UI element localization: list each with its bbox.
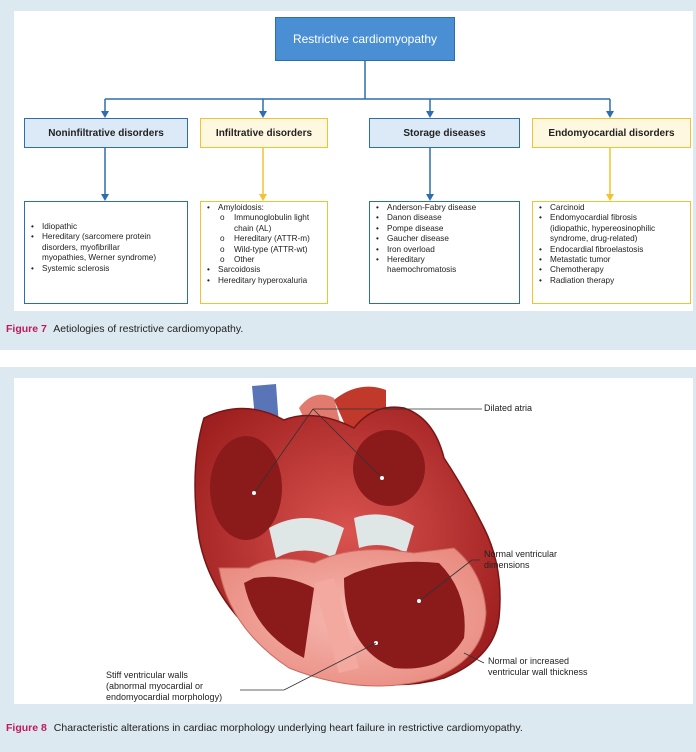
- list-item: (idiopathic, hypereosinophilic: [550, 223, 656, 233]
- figure-7-caption: Figure 7 Aetiologies of restrictive card…: [6, 323, 243, 335]
- root-box: Restrictive cardiomyopathy: [275, 17, 455, 61]
- annotation-line: endomyocardial morphology): [106, 692, 223, 702]
- category-infiltrative: Infiltrative disorders: [200, 118, 328, 148]
- annotation-line: Stiff ventricular walls: [106, 670, 188, 680]
- figure-7-label: Figure 7: [6, 323, 47, 335]
- list-item: Gaucher disease: [376, 234, 515, 245]
- list-noninfiltrative: Idiopathic Hereditary (sarcomere protein…: [24, 201, 188, 304]
- list-item: Danon disease: [376, 213, 515, 224]
- list-item: Sarcoidosis: [207, 265, 323, 276]
- left-atrium-chamber: [353, 430, 425, 506]
- list-item: chain (AL): [234, 223, 272, 233]
- list-item: Metastatic tumor: [539, 255, 686, 266]
- list-item: Pompe disease: [376, 224, 515, 235]
- list-item: Hereditary (ATTR-m): [218, 234, 323, 245]
- figure-7-caption-text: Aetiologies of restrictive cardiomyopath…: [53, 323, 244, 335]
- heart-illustration: [194, 384, 501, 691]
- figure-8-illustration: Dilated atria Normal ventricular dimensi…: [14, 378, 693, 704]
- annotation-line: (abnormal myocardial or: [106, 681, 204, 691]
- list-infiltrative: Amyloidosis: Immunoglobulin light chain …: [200, 201, 328, 304]
- annotation-line: ventricular wall thickness: [488, 667, 588, 677]
- annotation-stiff-walls: Stiff ventricular walls (abnormal myocar…: [106, 670, 222, 703]
- figure-8-panel: Dilated atria Normal ventricular dimensi…: [0, 367, 696, 752]
- annotation-dilated-atria: Dilated atria: [484, 403, 533, 413]
- septum: [314, 578, 359, 673]
- right-atrium-chamber: [210, 436, 282, 540]
- connector-lines: [101, 61, 614, 201]
- list-item: Anderson-Fabry disease: [376, 203, 515, 214]
- list-item: myopathies, Werner syndrome): [42, 253, 157, 263]
- annotation-normal-ventricular: Normal ventricular dimensions: [484, 549, 557, 571]
- list-item: Hereditary (sarcomere protein: [31, 232, 183, 243]
- pulmonary-artery-shape: [334, 386, 386, 436]
- figure-7-diagram: Restrictive cardiomyopathy Noninfiltrati…: [14, 11, 693, 311]
- list-storage: Anderson-Fabry disease Danon disease Pom…: [369, 201, 520, 304]
- valve-shape: [269, 518, 344, 558]
- category-noninfiltrative: Noninfiltrative disorders: [24, 118, 188, 148]
- annotation-line: Normal or increased: [488, 656, 570, 666]
- list-item: Carcinoid: [539, 203, 686, 214]
- list-item: Idiopathic: [31, 222, 183, 233]
- list-item: Endomyocardial fibrosis: [539, 213, 686, 224]
- left-ventricle-cavity: [344, 561, 465, 669]
- list-item: Wild-type (ATTR-wt): [218, 245, 323, 256]
- annotation-line: Normal ventricular: [484, 549, 558, 559]
- list-item: Iron overload: [376, 245, 515, 256]
- category-endomyocardial: Endomyocardial disorders: [532, 118, 691, 148]
- list-item: Endocardial fibroelastosis: [539, 245, 686, 256]
- annotation-line: dimensions: [484, 560, 530, 570]
- list-item: Hereditary hyperoxaluria: [207, 276, 323, 287]
- figure-8-caption-text: Characteristic alterations in cardiac mo…: [53, 722, 523, 734]
- list-item: Amyloidosis:: [207, 203, 323, 214]
- figure-8-label: Figure 8: [6, 722, 47, 734]
- valve-shape: [354, 514, 414, 553]
- list-item: haemochromatosis: [387, 265, 457, 275]
- list-item: disorders, myofibrillar: [42, 242, 120, 252]
- right-ventricle-cavity: [244, 576, 314, 658]
- list-item: Systemic sclerosis: [31, 264, 183, 275]
- list-item: Other: [218, 255, 323, 266]
- list-item: Immunoglobulin light: [218, 213, 323, 224]
- figure-8-caption: Figure 8 Characteristic alterations in c…: [6, 722, 523, 734]
- list-item: Radiation therapy: [539, 276, 686, 287]
- list-item: Chemotherapy: [539, 265, 686, 276]
- annotation-wall-thickness: Normal or increased ventricular wall thi…: [488, 656, 588, 678]
- list-item: Hereditary: [376, 255, 515, 266]
- figure-7-panel: Restrictive cardiomyopathy Noninfiltrati…: [0, 0, 696, 350]
- list-endomyocardial: Carcinoid Endomyocardial fibrosis (idiop…: [532, 201, 691, 304]
- list-item: syndrome, drug-related): [550, 234, 638, 244]
- category-storage: Storage diseases: [369, 118, 520, 148]
